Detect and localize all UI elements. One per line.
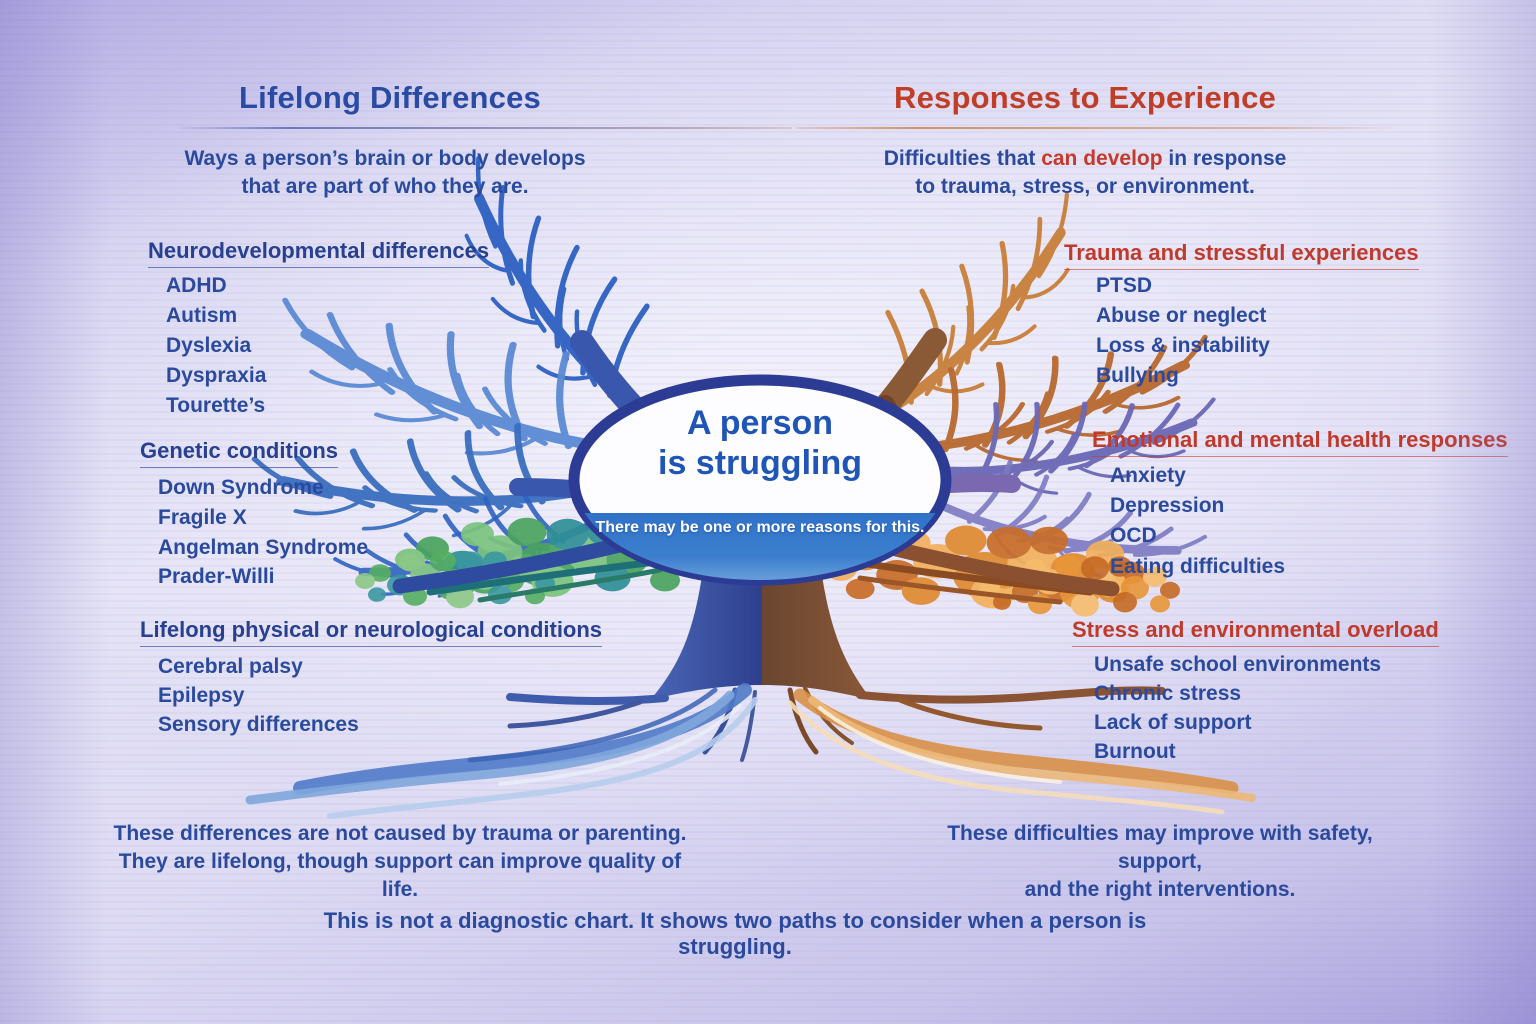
section-heading-emotional: Emotional and mental health responses bbox=[1092, 427, 1508, 457]
list-item: Depression bbox=[1110, 494, 1225, 517]
left-subtitle-line1: Ways a person’s brain or body develops bbox=[184, 147, 586, 170]
list-item: Epilepsy bbox=[158, 684, 245, 707]
list-item: Dyspraxia bbox=[166, 364, 267, 387]
section-heading-trauma: Trauma and stressful experiences bbox=[1064, 240, 1419, 270]
oval-title-line2: is struggling bbox=[658, 444, 862, 482]
list-item: Cerebral palsy bbox=[158, 655, 303, 678]
list-item: Bullying bbox=[1096, 364, 1179, 387]
list-item: Tourette’s bbox=[166, 394, 266, 417]
right-subtitle-prefix: Difficulties that bbox=[883, 147, 1042, 170]
section-heading-genetic: Genetic conditions bbox=[140, 438, 339, 468]
left-note-line1: These differences are not caused by trau… bbox=[113, 822, 687, 845]
list-item: Anxiety bbox=[1110, 464, 1186, 487]
right-title-divider bbox=[796, 127, 1396, 129]
right-note-line1: These difficulties may improve with safe… bbox=[947, 822, 1373, 873]
right-subtitle-highlight: can develop bbox=[1041, 147, 1163, 170]
list-item: Loss & instability bbox=[1096, 334, 1270, 357]
list-item: OCD bbox=[1110, 524, 1157, 547]
list-item: Prader-Willi bbox=[158, 565, 275, 588]
right-panel-title: Responses to Experience bbox=[894, 80, 1276, 115]
left-subtitle-line2: that are part of who they are. bbox=[241, 175, 529, 198]
list-item: Dyslexia bbox=[166, 334, 252, 357]
list-item: Burnout bbox=[1094, 740, 1176, 763]
right-note-line2: and the right interventions. bbox=[1024, 878, 1296, 901]
list-item: Lack of support bbox=[1094, 711, 1252, 734]
list-item: Down Syndrome bbox=[158, 476, 324, 499]
list-item: PTSD bbox=[1096, 274, 1153, 297]
right-subtitle-line2: to trauma, stress, or environment. bbox=[915, 175, 1255, 198]
right-bottom-note: These difficulties may improve with safe… bbox=[905, 820, 1415, 904]
section-heading-neurodevelopmental: Neurodevelopmental differences bbox=[148, 238, 490, 268]
center-oval-band-text: There may be one or more reasons for thi… bbox=[595, 519, 925, 536]
list-item: Angelman Syndrome bbox=[158, 536, 369, 559]
right-subtitle-suffix: in response bbox=[1162, 147, 1287, 170]
list-item: Fragile X bbox=[158, 506, 247, 529]
list-item: ADHD bbox=[166, 274, 227, 297]
left-bottom-note: These differences are not caused by trau… bbox=[110, 820, 690, 904]
left-note-line2: They are lifelong, though support can im… bbox=[118, 850, 682, 901]
oval-title-line1: A person bbox=[686, 404, 834, 442]
section-heading-physical: Lifelong physical or neurological condit… bbox=[140, 617, 603, 647]
left-title-divider bbox=[178, 127, 792, 129]
right-panel-subtitle: Difficulties that can develop in respons… bbox=[840, 145, 1330, 201]
left-panel-title: Lifelong Differences bbox=[239, 80, 541, 115]
list-item: Sensory differences bbox=[158, 713, 359, 736]
left-panel-subtitle: Ways a person’s brain or body develops t… bbox=[130, 145, 640, 201]
list-item: Chronic stress bbox=[1094, 682, 1242, 705]
list-item: Autism bbox=[166, 304, 238, 327]
center-oval-title: A person is struggling bbox=[600, 403, 920, 483]
list-item: Unsafe school environments bbox=[1094, 653, 1382, 676]
list-item: Abuse or neglect bbox=[1096, 304, 1267, 327]
section-heading-stress: Stress and environmental overload bbox=[1072, 617, 1439, 647]
list-item: Eating difficulties bbox=[1110, 555, 1286, 578]
footer-disclaimer: This is not a diagnostic chart. It shows… bbox=[323, 908, 1147, 959]
